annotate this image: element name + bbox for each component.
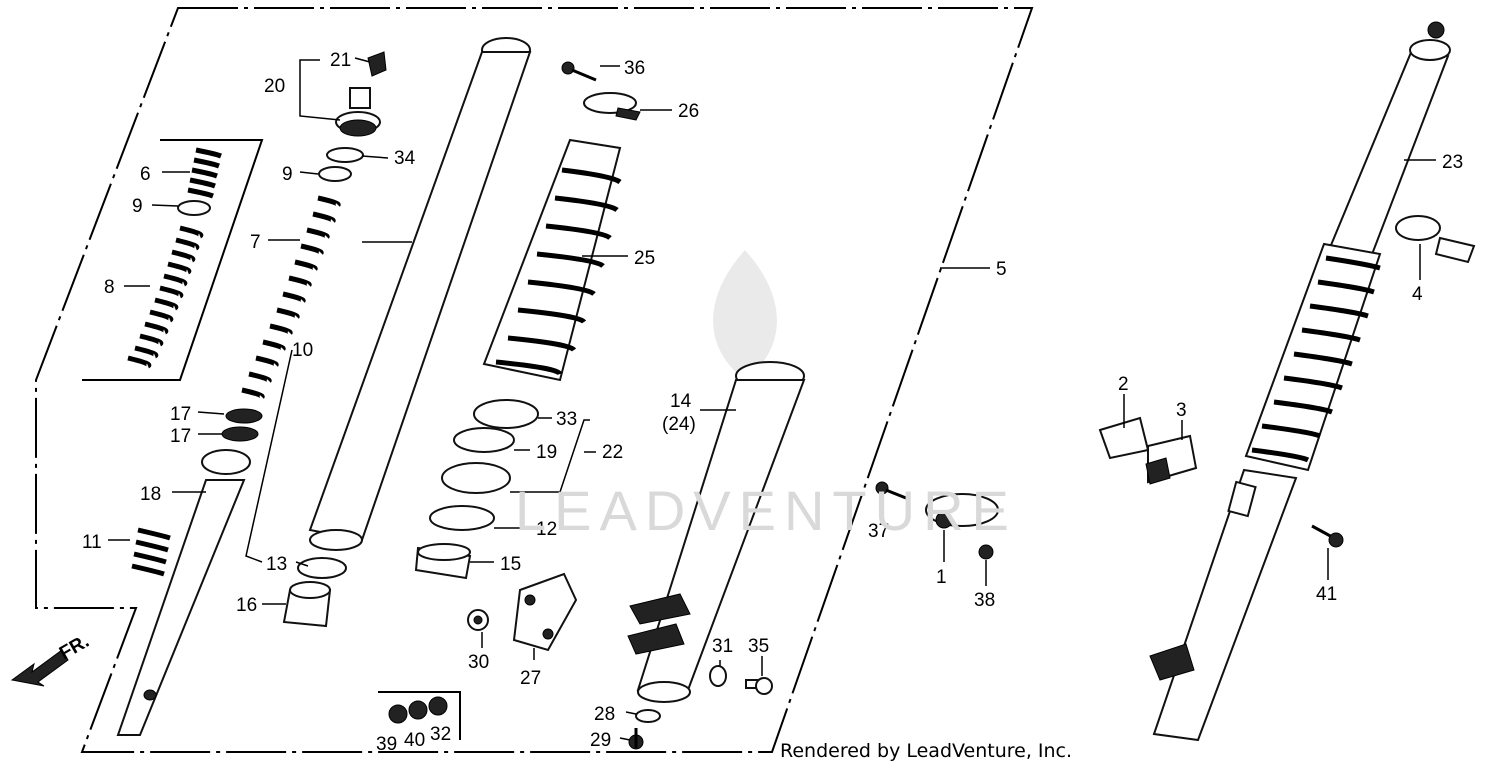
callout-18: 18 xyxy=(140,484,161,505)
part-22-oil-seal xyxy=(441,462,511,494)
callout-21: 21 xyxy=(330,50,351,71)
part-41-bolt xyxy=(1311,524,1344,548)
part-39-nut xyxy=(388,704,408,724)
callout-12: 12 xyxy=(536,519,557,540)
part-7-fork-spring xyxy=(241,195,341,399)
callout-20: 20 xyxy=(264,76,285,97)
callout-14: 14 xyxy=(670,391,692,412)
part-17-ring-upper xyxy=(225,408,263,424)
part-26-boot-band xyxy=(583,92,641,121)
callout-9-left: 9 xyxy=(132,196,143,217)
part-35-drain-bolt xyxy=(745,677,773,695)
callout-6: 6 xyxy=(140,164,151,185)
part-40-clip xyxy=(408,700,428,720)
callout-34: 34 xyxy=(394,148,416,169)
callout-26: 26 xyxy=(678,101,699,122)
callout-35: 35 xyxy=(748,636,769,657)
fork-assembly-outline xyxy=(35,7,1034,753)
part-29-socket-bolt xyxy=(628,728,644,750)
part-20-fork-bolt xyxy=(335,87,381,137)
callout-38: 38 xyxy=(974,590,995,611)
callout-25: 25 xyxy=(634,248,655,269)
part-11-rebound-spring xyxy=(131,527,171,577)
callout-14-24: (24) xyxy=(662,414,696,435)
callout-30: 30 xyxy=(468,652,489,673)
part-37-bolt xyxy=(875,481,907,500)
callout-10: 10 xyxy=(292,340,313,361)
callout-19: 19 xyxy=(536,442,557,463)
part-21-cap-bolt xyxy=(367,51,387,77)
callout-3: 3 xyxy=(1176,400,1187,421)
part-3-reflector xyxy=(1145,434,1198,485)
part-34-o-ring xyxy=(326,147,364,163)
part-28-washer xyxy=(635,709,661,723)
part-30-nut xyxy=(467,609,489,631)
watermark-text: LEADVENTURE xyxy=(515,479,1017,542)
part-17-ring-lower xyxy=(221,426,259,442)
part-23-front-fork-assembly xyxy=(1149,21,1451,742)
part-33-dust-seal xyxy=(473,399,539,429)
part-15-guide-bushing xyxy=(414,543,472,580)
callout-31: 31 xyxy=(712,636,733,657)
part-12-washer xyxy=(429,505,495,531)
part-14-fork-slider xyxy=(627,361,806,703)
part-8-fork-spring xyxy=(127,225,204,369)
callout-2: 2 xyxy=(1118,374,1129,395)
leader-lines xyxy=(108,57,1436,741)
part-27-axle-holder xyxy=(512,572,578,652)
part-31-washer xyxy=(709,665,727,687)
part-9-washer-upper xyxy=(318,166,352,182)
callout-7: 7 xyxy=(250,232,261,253)
callout-8: 8 xyxy=(104,277,115,298)
front-direction-arrow-icon xyxy=(10,649,69,687)
render-credit: Rendered by LeadVenture, Inc. xyxy=(780,740,1073,762)
callout-22: 22 xyxy=(602,442,623,463)
callout-1: 1 xyxy=(936,567,947,588)
part-13-ring xyxy=(297,557,347,579)
callout-39: 39 xyxy=(376,734,397,755)
spring-kit-bracket xyxy=(82,139,264,381)
callout-15: 15 xyxy=(500,554,521,575)
callout-9-upper: 9 xyxy=(282,164,293,185)
callout-37: 37 xyxy=(868,521,889,542)
callout-40: 40 xyxy=(404,730,425,751)
part-18-fork-piston xyxy=(116,449,251,736)
part-9-washer-left xyxy=(177,200,211,216)
callout-27: 27 xyxy=(520,668,541,689)
callout-28: 28 xyxy=(594,704,615,725)
callout-29: 29 xyxy=(590,730,611,751)
bolt-kit-bracket xyxy=(378,691,461,740)
part-1-fork-clamp xyxy=(925,493,999,529)
callout-17-upper: 17 xyxy=(170,404,191,425)
callout-41: 41 xyxy=(1316,584,1337,605)
part-16-slide-bushing xyxy=(282,581,332,628)
part-25-fork-boot xyxy=(482,138,622,382)
callout-23: 23 xyxy=(1442,152,1463,173)
callout-36: 36 xyxy=(624,58,645,79)
part-4-boot-band xyxy=(1395,215,1476,264)
part-32-plug xyxy=(428,696,448,716)
part-38-nut xyxy=(978,544,994,560)
callout-13: 13 xyxy=(266,554,287,575)
callout-32: 32 xyxy=(430,724,451,745)
part-10-fork-pipe xyxy=(308,37,532,551)
callout-5: 5 xyxy=(996,259,1007,280)
callout-4: 4 xyxy=(1412,284,1423,305)
callout-17-lower: 17 xyxy=(170,426,191,447)
callout-11: 11 xyxy=(82,532,102,553)
part-6-short-spring xyxy=(187,147,222,199)
callout-33: 33 xyxy=(556,409,577,430)
part-36-bolt xyxy=(561,61,597,82)
callout-16: 16 xyxy=(236,595,257,616)
part-19-snap-ring xyxy=(453,427,515,453)
